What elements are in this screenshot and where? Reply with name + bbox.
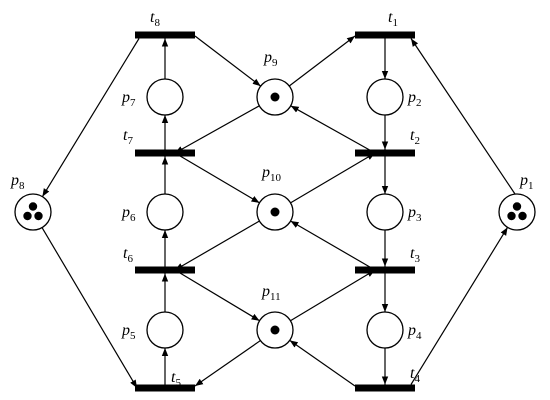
arc-t8-p8 <box>41 38 140 197</box>
arc-t8-p9 <box>194 35 262 87</box>
label-t2: t2 <box>410 127 420 147</box>
token-p1-1 <box>507 211 516 221</box>
transition-t5 <box>135 384 195 392</box>
place-p7 <box>146 78 184 116</box>
label-p3: p3 <box>407 204 422 224</box>
label-p4: p4 <box>407 322 422 342</box>
label-p1: p1 <box>519 172 534 192</box>
arc-t4-p1 <box>410 227 509 385</box>
arc-t4-p11 <box>289 339 356 387</box>
label-t1: t1 <box>388 9 398 29</box>
transition-t4 <box>355 384 415 392</box>
arc-p11-t5 <box>194 340 261 387</box>
label-t6: t6 <box>123 245 133 265</box>
token-p1-0 <box>512 202 522 211</box>
place-p4 <box>366 311 404 349</box>
arc-p11-t3 <box>290 269 376 322</box>
place-p1 <box>498 193 536 231</box>
nodes-layer <box>14 31 536 392</box>
arc-t6-p11 <box>174 269 260 322</box>
transition-t6 <box>135 266 195 274</box>
place-p8 <box>14 193 52 231</box>
place-p5 <box>146 311 184 349</box>
label-t8: t8 <box>150 9 160 29</box>
label-p6: p6 <box>121 204 136 224</box>
label-t4: t4 <box>410 365 420 385</box>
label-t7: t7 <box>123 127 133 147</box>
arc-p9-t7 <box>174 105 260 154</box>
token-p9-0 <box>270 92 280 102</box>
token-p11-0 <box>270 325 280 335</box>
transition-t2 <box>355 149 415 157</box>
place-p6 <box>146 193 184 231</box>
transition-t1 <box>355 31 415 39</box>
arc-p9-t1 <box>288 35 356 87</box>
transition-t7 <box>135 149 195 157</box>
label-p10: p10 <box>261 164 282 184</box>
arc-t2-p9 <box>290 105 376 154</box>
arc-p8-t5 <box>41 227 138 389</box>
token-p8-1 <box>23 211 32 221</box>
label-p11: p11 <box>261 283 281 303</box>
label-t3: t3 <box>410 245 420 265</box>
labels-layer: p1 p2 p3 p4 p5 p6 p7 p8 p9 p10 p11 t1 t2 t3 t4 t5 t6 t7 t8 <box>10 9 534 389</box>
token-p1-2 <box>518 211 527 221</box>
place-p2 <box>366 78 404 116</box>
label-p8: p8 <box>10 172 25 192</box>
label-p5: p5 <box>121 322 136 342</box>
label-p7: p7 <box>121 89 136 109</box>
token-p10-0 <box>270 207 280 217</box>
place-p3 <box>366 193 404 231</box>
token-p8-2 <box>34 211 43 221</box>
transition-t8 <box>135 31 195 39</box>
token-p8-0 <box>28 202 38 211</box>
label-p9: p9 <box>263 49 278 69</box>
arc-p10-t6 <box>174 220 260 271</box>
label-t5: t5 <box>171 369 181 389</box>
arc-t3-p10 <box>290 220 376 271</box>
arc-p10-t2 <box>290 152 376 204</box>
transition-t3 <box>355 266 415 274</box>
arc-t7-p10 <box>174 152 260 204</box>
arc-p1-t1 <box>410 38 516 195</box>
label-p2: p2 <box>407 89 422 109</box>
arcs-layer <box>41 35 516 389</box>
